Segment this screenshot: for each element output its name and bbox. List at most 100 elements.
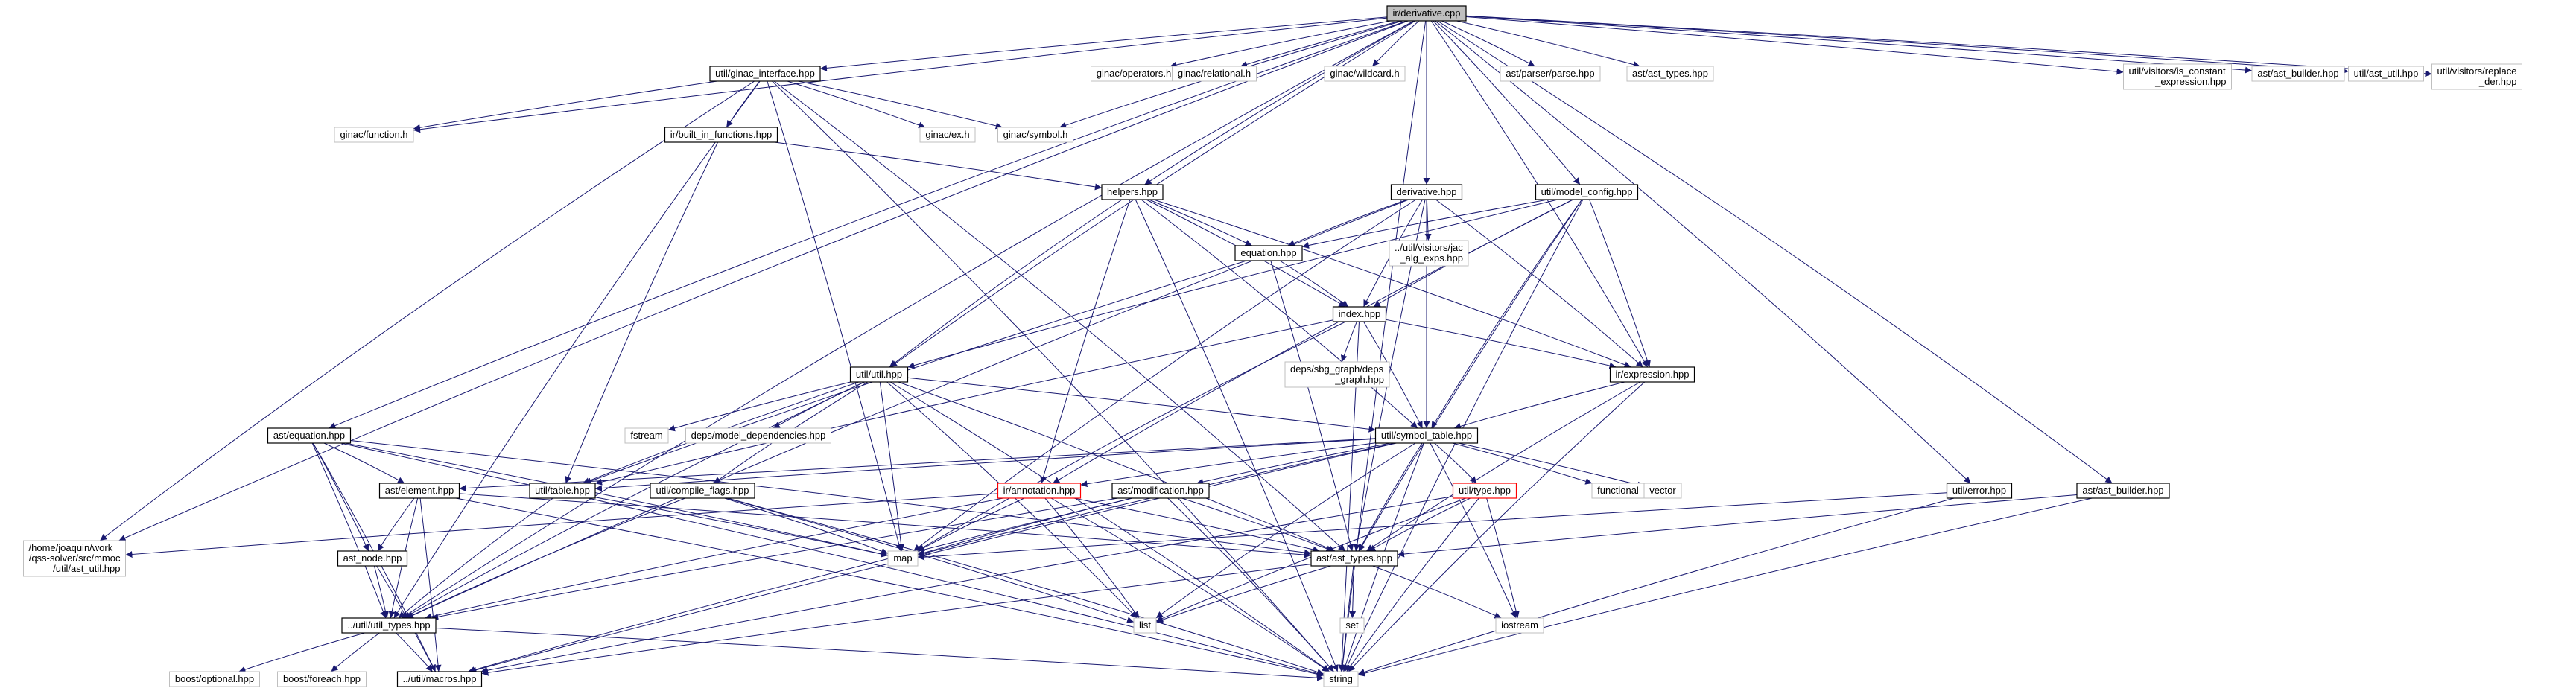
node-label: util/compile_flags.hpp: [656, 485, 749, 496]
edge-ginac-interface-to-map: [767, 80, 903, 552]
edge-ginac-interface-to-ginac-function: [413, 80, 718, 131]
edge-index-hpp-to-ir-expression: [1386, 319, 1617, 369]
node-label: ginac/relational.h: [1178, 68, 1251, 79]
node-box: [1133, 617, 1157, 634]
edge-ast-modification-to-ast-types: [1181, 497, 1333, 553]
node-label: ginac/symbol.h: [1003, 129, 1068, 140]
node-label: ast_node.hpp: [343, 553, 402, 564]
node-label: ../util/macros.hpp: [403, 673, 477, 684]
edge-root-to-ginac-function: [413, 17, 1388, 133]
node-label: ast/ast_builder.hpp: [2257, 68, 2338, 79]
node-label: _der.hpp: [2478, 76, 2517, 87]
edge-util-type-to-iostream: [1486, 497, 1520, 619]
node-ast-modification[interactable]: ast/modification.hpp: [1111, 483, 1210, 499]
node-label: util/error.hpp: [1952, 485, 2006, 496]
edge-ast-equation-to-ast-element: [323, 442, 405, 484]
edge-helpers-to-equation-hpp: [1149, 199, 1252, 246]
node-ast-builder[interactable]: ast/ast_builder.hpp: [2076, 483, 2170, 499]
edge-derivative-hpp-to-jac-alg: [1424, 199, 1432, 241]
edge-util-table-to-map: [594, 497, 889, 558]
node-equation-hpp[interactable]: equation.hpp: [1234, 245, 1303, 261]
node-ir-expression[interactable]: ir/expression.hpp: [1609, 366, 1695, 383]
node-index-hpp[interactable]: index.hpp: [1332, 306, 1387, 322]
node-box: [1234, 245, 1303, 261]
edge-util-types-to-boost-foreach: [331, 632, 380, 672]
node-ginac-interface[interactable]: util/ginac_interface.hpp: [709, 66, 821, 82]
edge-model-config-to-util-util: [907, 199, 1558, 369]
edge-model-config-to-ir-annotation: [1053, 199, 1573, 484]
node-label: list: [1139, 620, 1151, 631]
node-label: boost/optional.hpp: [175, 673, 254, 684]
node-label: util/symbol_table.hpp: [1381, 430, 1472, 441]
edge-ast-element-to-string: [455, 497, 1325, 678]
node-box: [1323, 671, 1359, 687]
node-helpers[interactable]: helpers.hpp: [1101, 184, 1164, 200]
edge-equation-hpp-to-index-hpp: [1279, 260, 1349, 308]
edge-helpers-to-string: [1135, 199, 1339, 672]
edge-ir-expression-to-string: [1348, 381, 1646, 672]
edge-ast-equation-to-util-types: [311, 442, 387, 619]
node-compile-flags[interactable]: util/compile_flags.hpp: [650, 483, 755, 499]
node-ast-types[interactable]: ast/ast_types.hpp: [1310, 550, 1398, 567]
node-label: /util/ast_util.hpp: [53, 563, 120, 574]
node-symbol-table[interactable]: util/symbol_table.hpp: [1374, 427, 1479, 444]
node-util-type[interactable]: util/type.hpp: [1452, 483, 1517, 499]
edge-ginac-interface-to-ginac-ex: [787, 80, 926, 129]
edge-compile-flags-to-map: [724, 497, 889, 555]
node-util-util[interactable]: util/util.hpp: [849, 366, 909, 383]
edge-model-config-to-equation-hpp: [1301, 199, 1549, 249]
edge-root-to-ast-builder: [1437, 20, 2113, 484]
node-iostream: iostream: [1495, 617, 1544, 634]
edge-root-to-ginac-operators: [1170, 20, 1391, 69]
edge-ast-types-to-list: [1155, 565, 1331, 623]
edge-ast-equation-to-ast-types: [350, 440, 1312, 556]
node-label: ast/element.hpp: [385, 485, 454, 496]
edge-ast-equation-to-string: [340, 442, 1325, 677]
node-label: boost/foreach.hpp: [283, 673, 361, 684]
edge-ir-annotation-to-ast-types: [1073, 497, 1320, 553]
node-derivative-hpp[interactable]: derivative.hpp: [1390, 184, 1463, 200]
edge-derivative-hpp-to-map: [913, 199, 1416, 552]
node-model-config[interactable]: util/model_config.hpp: [1535, 184, 1639, 200]
node-label: map: [893, 553, 912, 564]
node-ast-equation[interactable]: ast/equation.hpp: [267, 427, 352, 444]
node-built-in[interactable]: ir/built_in_functions.hpp: [664, 127, 778, 143]
edge-model-config-to-ast-types: [1358, 199, 1583, 552]
node-box: [1390, 184, 1463, 200]
edge-compile-flags-to-string: [727, 497, 1325, 675]
edge-ir-expression-to-symbol-table: [1453, 381, 1625, 430]
edge-ast-equation-to-ast-node: [312, 442, 369, 552]
node-label: ast/modification.hpp: [1117, 485, 1204, 496]
node-box: [1101, 184, 1164, 200]
edge-util-error-to-map: [917, 492, 1947, 561]
node-root[interactable]: ir/derivative.cpp: [1386, 5, 1467, 22]
node-util-table[interactable]: util/table.hpp: [529, 483, 596, 499]
node-box: [1389, 240, 1469, 267]
edge-ir-annotation-to-string: [1050, 497, 1330, 672]
node-util-error[interactable]: util/error.hpp: [1946, 483, 2013, 499]
edge-helpers-to-symbol-table: [1141, 199, 1418, 429]
edge-util-util-to-ast-types: [898, 381, 1336, 552]
node-string: string: [1323, 671, 1359, 687]
node-ast-node[interactable]: ast_node.hpp: [337, 550, 408, 567]
node-box: [709, 66, 821, 82]
node-util-types[interactable]: ../util/util_types.hpp: [341, 617, 437, 634]
edge-index-hpp-to-util-table: [594, 319, 1333, 486]
edge-ast-builder-to-ast-types: [1397, 494, 2078, 558]
node-ir-annotation[interactable]: ir/annotation.hpp: [997, 483, 1082, 499]
node-box: [2251, 66, 2345, 82]
node-box: [1172, 66, 1257, 82]
edge-ast-types-to-set: [1349, 565, 1357, 619]
node-macros[interactable]: ../util/macros.hpp: [396, 671, 483, 687]
edge-ginac-interface-to-util-types: [393, 80, 761, 619]
edge-equation-hpp-to-ast-types: [1270, 260, 1354, 552]
edge-ast-node-to-util-types: [373, 565, 389, 619]
node-box: [1386, 5, 1467, 22]
edge-model-config-to-ir-expression: [1589, 199, 1651, 368]
edge-root-to-replace-der: [1465, 15, 2432, 77]
edge-symbol-table-to-map: [917, 442, 1395, 557]
node-ast-element[interactable]: ast/element.hpp: [378, 483, 460, 499]
edge-index-hpp-to-map: [916, 321, 1346, 552]
node-ginac-symbol: ginac/symbol.h: [997, 127, 1073, 143]
node-box: [1626, 66, 1714, 82]
